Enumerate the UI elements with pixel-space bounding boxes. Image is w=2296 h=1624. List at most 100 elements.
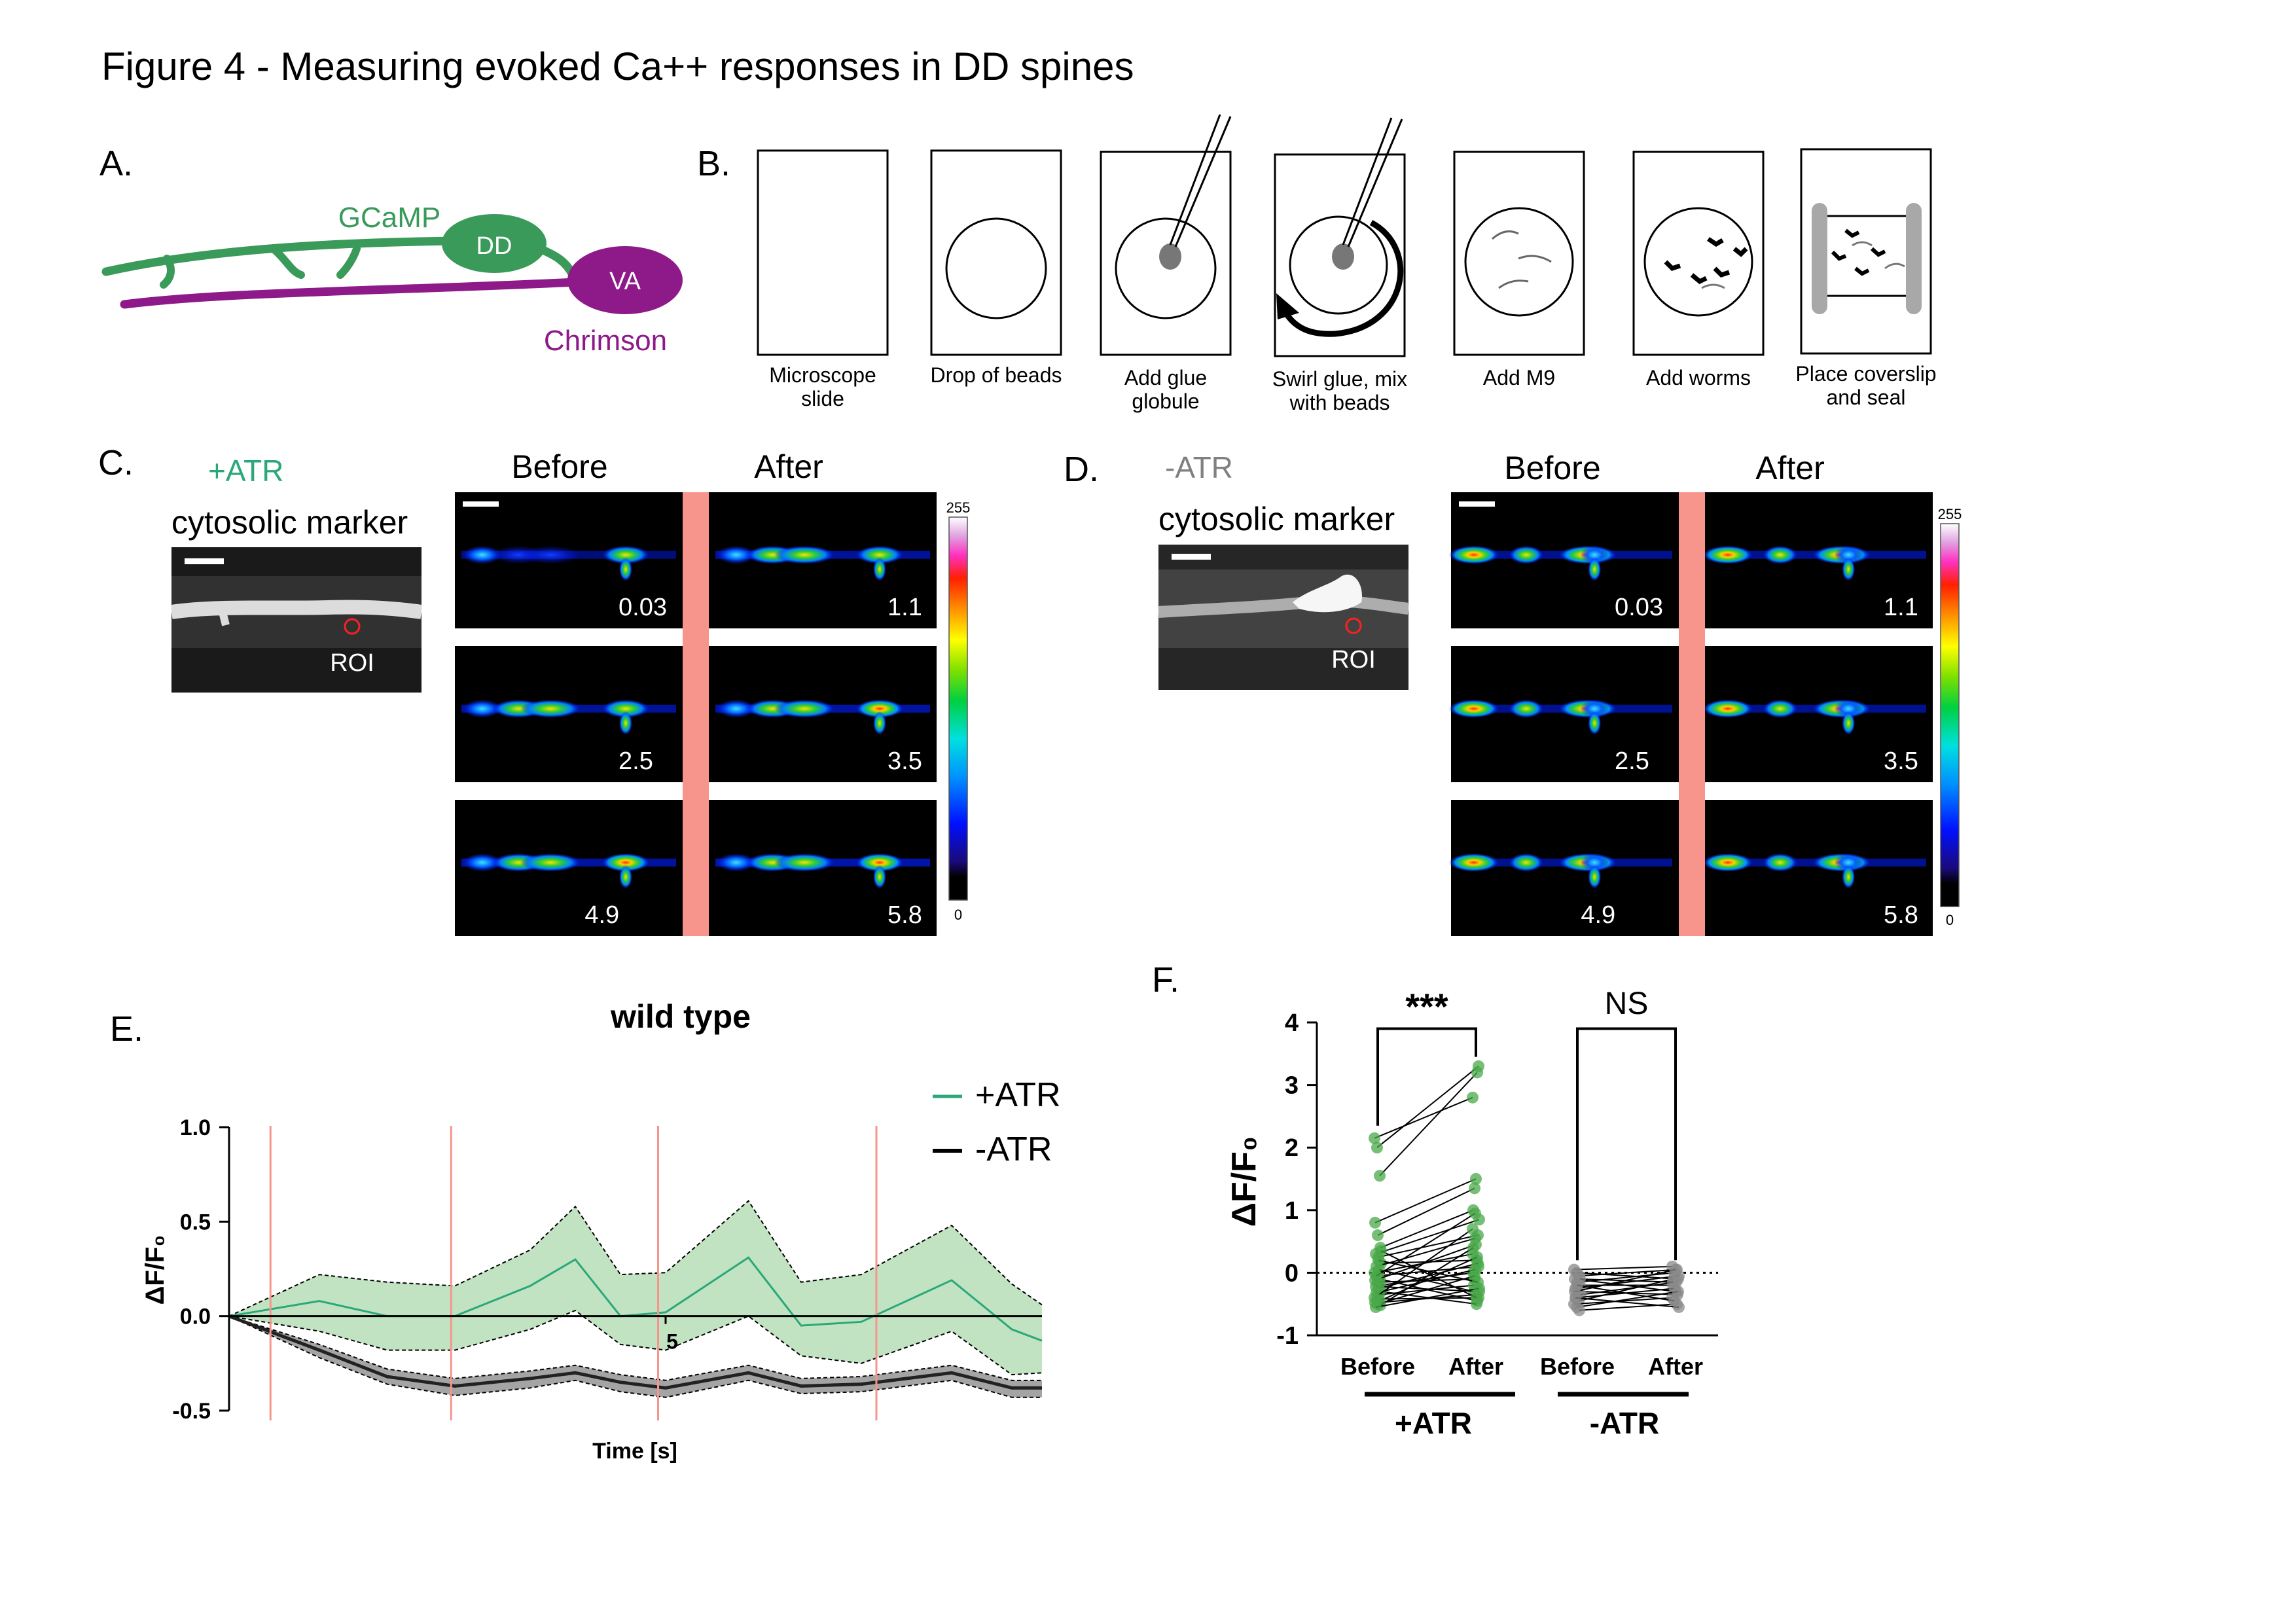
cs-worm-3 [1870,247,1886,257]
panel-c-roi-circle [344,618,361,635]
minus-atr-point-after [1672,1286,1684,1298]
c-time-after-1: 1.1 [888,594,922,621]
f-group-label-minus: -ATR [1590,1406,1659,1440]
panel-c-colorbar-min: 0 [954,907,962,923]
legend-plus-atr-label: +ATR [975,1076,1061,1114]
d-tile-signal [1763,545,1797,564]
plus-atr-pair-line [1374,1228,1473,1299]
chrimson-label: Chrimson [544,325,667,357]
minus-atr-pair-line [1578,1278,1674,1302]
bead-drop [945,217,1047,319]
step-7-label-line1: Place coverslip [1795,362,1936,386]
d-time-before-3: 4.9 [1581,901,1615,929]
plus-atr-pair-line [1380,1247,1474,1306]
panel-c-marker-label: cytosolic marker [171,504,408,541]
f-category-label: After [1648,1353,1703,1380]
d-tile-signal [1763,699,1797,718]
plus-atr-point-after [1469,1182,1480,1195]
d-time-after-2: 3.5 [1884,748,1918,775]
plus-atr-pair-line [1375,1288,1480,1308]
d-tile-signal [1702,545,1753,564]
d-tile-spine [1842,557,1856,581]
step-7-label-line2: and seal [1827,386,1906,409]
plus-atr-point-after [1471,1066,1483,1079]
glue-globule [1159,244,1181,270]
minus-atr-point-after [1673,1301,1685,1313]
c-tile-signal [716,853,756,872]
d-tile-signal [1509,853,1543,872]
series-1-lower-bound [228,1315,1042,1398]
panel-d-before-label: Before [1504,450,1600,486]
panel-c-colorbar [948,516,968,901]
f-sig-minus: NS [1605,986,1649,1021]
panel-e-letter: E. [110,1009,143,1049]
worm-6 [1701,283,1725,289]
panel-c-letter: C. [98,443,134,482]
minus-atr-pair-line [1579,1278,1674,1283]
e-x-tick-label: 5 [666,1330,678,1354]
step-5-label-line1: Add M9 [1483,366,1555,389]
panel-c-condition: +ATR [208,454,283,488]
m9-worm-1 [1491,230,1519,240]
panel-d-colorbar-max: 255 [1938,506,1962,522]
minus-atr-pair-line [1577,1284,1675,1302]
f-y-tick-label: 0 [1285,1259,1299,1287]
panel-d-after-label: After [1755,450,1825,486]
series-0-upper-bound [228,1200,1043,1317]
c-tile-signal [602,853,649,872]
seal-left [1812,203,1827,314]
figure-title: Figure 4 - Measuring evoked Ca++ respons… [101,45,1134,88]
d-tile-signal [1580,699,1609,718]
f-y-tick-label: 1 [1285,1197,1299,1225]
f-group-label-plus: +ATR [1395,1406,1472,1440]
d-tile-signal [1448,545,1499,564]
panel-d: D. -ATR cytosolic marker ROI Before Afte… [1064,450,1962,936]
series-1-band [229,1316,1042,1398]
c-tile-signal [716,699,756,718]
plus-atr-pair-line [1378,1235,1479,1258]
step-3-label-line1: Add glue [1124,366,1207,389]
e-y-tick-label: 0.5 [180,1210,211,1235]
worm-5 [1732,247,1748,257]
panel-c-colorbar-max: 255 [946,499,971,516]
c-tile-spine [619,557,632,581]
panel-c-roi-label: ROI [330,649,374,677]
minus-atr-point-after [1667,1276,1679,1288]
minus-atr-pair-line [1575,1275,1679,1290]
plus-atr-pair-line [1380,1209,1474,1249]
bead-drop-3 [1115,217,1217,319]
plus-atr-pair-line [1374,1178,1477,1223]
c-tile-signal [602,545,649,564]
c-tile-signal [716,545,756,564]
c-tile-signal [520,853,581,872]
d-tile-signal [1580,545,1609,564]
panel-a-letter: A. [99,144,133,183]
va-neurite [120,277,594,309]
minus-atr-point-before [1574,1272,1586,1285]
panel-c: C. +ATR cytosolic marker ROI Before Afte… [98,443,970,936]
panel-b-letter: B. [697,144,730,183]
d-tile-spine [1842,711,1856,735]
d-tile-signal [1448,699,1499,718]
minus-atr-pair-line [1577,1272,1675,1283]
c-time-before-3: 4.9 [584,901,619,929]
f-y-tick-label: 4 [1285,1009,1299,1037]
c-tile-spine [873,557,886,581]
c-tile-signal [462,699,502,718]
e-y-axis-label: ΔF/F₀ [141,1235,170,1305]
panel-d-scalebar [1172,554,1211,560]
plus-atr-point-after [1467,1223,1479,1235]
c-tile-signal [774,853,835,872]
d-tile-signal [1702,699,1753,718]
plus-atr-pair-line [1374,1096,1473,1139]
plus-atr-pair-line [1375,1219,1480,1255]
c-time-before-2: 2.5 [619,748,653,775]
slide-step-2 [930,149,1062,356]
cs-worm-1 [1844,228,1860,238]
plus-atr-point-before [1375,1244,1387,1257]
c-tile-spine [873,865,886,889]
cs-worm-6 [1852,241,1873,247]
plus-atr-pair-line [1376,1237,1476,1267]
